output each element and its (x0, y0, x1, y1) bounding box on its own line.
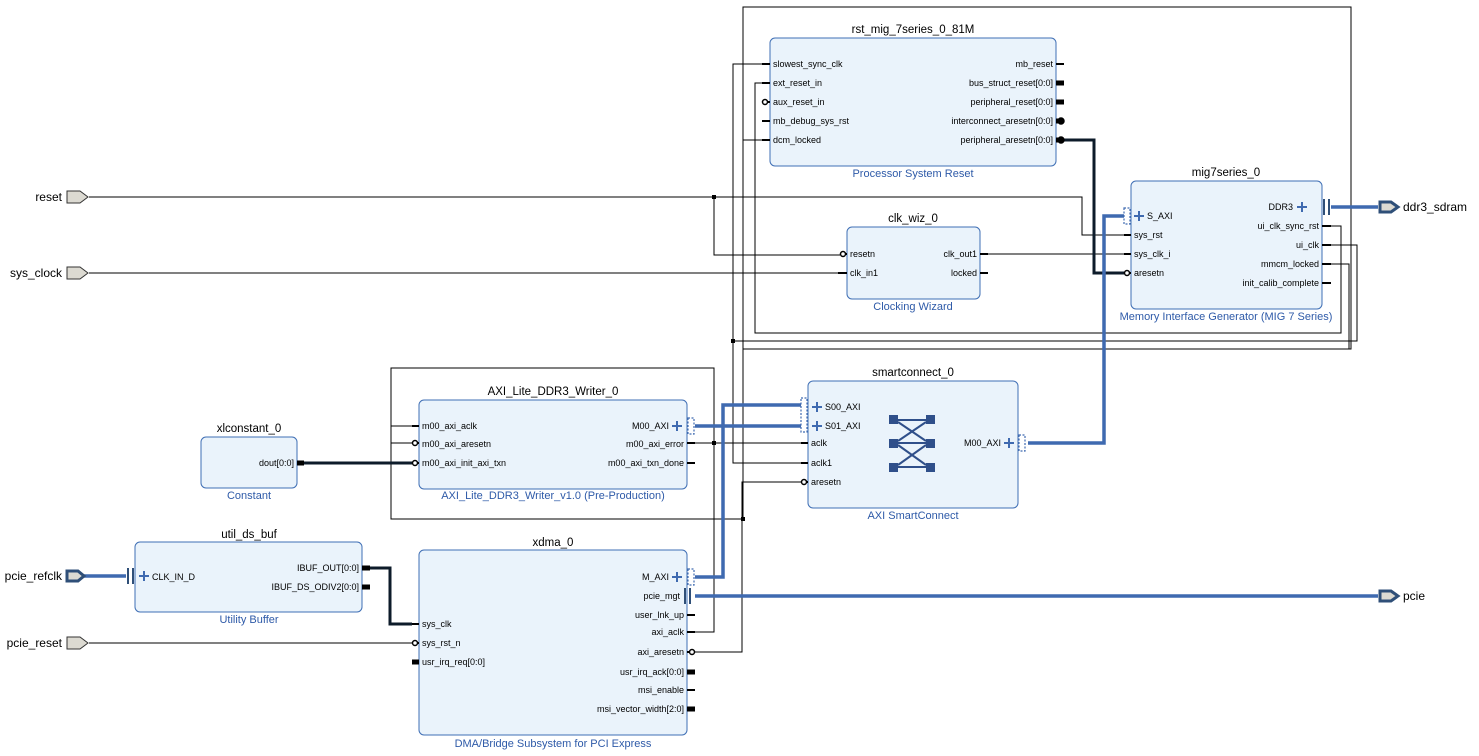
pin-label: sys_rst_n (422, 638, 461, 648)
block-description-link[interactable]: Memory Interface Generator (MIG 7 Series… (1120, 311, 1333, 323)
port-label: pcie_reset (7, 636, 63, 650)
block-description-link[interactable]: Utility Buffer (219, 614, 278, 626)
block-smartconnect[interactable]: smartconnect_0 S00_AXI S01_AXI aclk aclk… (800, 367, 1026, 522)
pin-label: mb_reset (1015, 59, 1053, 69)
pin-label: M00_AXI (632, 421, 669, 431)
junctions (712, 195, 745, 521)
port-label: pcie_refclk (5, 569, 63, 583)
block-xdma[interactable]: xdma_0 sys_clk sys_rst_n usr_irq_req[0:0… (411, 537, 696, 750)
port-pcie-reset[interactable]: pcie_reset (7, 636, 89, 650)
pin-label: clk_in1 (850, 268, 878, 278)
pin-label: aux_reset_in (773, 97, 825, 107)
pin-label: clk_out1 (943, 249, 977, 259)
block-proc-sys-reset[interactable]: rst_mig_7series_0_81M slowest_sync_clk e… (761, 24, 1065, 180)
block-constant[interactable]: xlconstant_0 dout[0:0] Constant (200, 423, 304, 502)
pin-label: axi_aresetn (637, 647, 684, 657)
pin-label: msi_vector_width[2:0] (597, 704, 684, 714)
pin-label: m00_axi_aclk (422, 421, 478, 431)
pin-label: DDR3 (1268, 202, 1293, 212)
pin-label: init_calib_complete (1242, 278, 1319, 288)
block-name: util_ds_buf (221, 529, 277, 541)
pin-label: locked (951, 268, 977, 278)
block-utility-buffer[interactable]: util_ds_buf CLK_IN_D IBUF_OUT[0:0] IBUF_… (127, 529, 370, 626)
pin-label: sys_clk_i (1134, 249, 1171, 259)
port-reset[interactable]: reset (35, 190, 89, 204)
pin-label: sys_rst (1134, 230, 1163, 240)
pin-label: dcm_locked (773, 135, 821, 145)
pin-label: M_AXI (642, 572, 669, 582)
pin-label: interconnect_aresetn[0:0] (951, 116, 1053, 126)
pin-label: m00_axi_txn_done (608, 458, 684, 468)
port-ddr3-sdram[interactable]: ddr3_sdram (1378, 200, 1467, 214)
port-label: sys_clock (10, 266, 63, 280)
pin-label: m00_axi_init_axi_txn (422, 458, 506, 468)
pin-label: aresetn (811, 477, 841, 487)
block-axi-lite-ddr3-writer[interactable]: AXI_Lite_DDR3_Writer_0 m00_axi_aclk m00_… (411, 386, 695, 502)
pin-label: aclk (811, 438, 828, 448)
pin-label: msi_enable (638, 685, 684, 695)
pin-label: S01_AXI (825, 421, 861, 431)
port-sys-clock[interactable]: sys_clock (10, 266, 89, 280)
pin-label: aclk1 (811, 458, 832, 468)
pin-label: mb_debug_sys_rst (773, 116, 850, 126)
pin-label: IBUF_DS_ODIV2[0:0] (271, 582, 359, 592)
port-label: ddr3_sdram (1403, 200, 1467, 214)
port-label: pcie (1403, 589, 1425, 603)
pin-label: mmcm_locked (1261, 259, 1319, 269)
pin-label: sys_clk (422, 619, 452, 629)
port-pcie[interactable]: pcie (1378, 589, 1425, 603)
block-clocking-wizard[interactable]: clk_wiz_0 resetn clk_in1 clk_out1 locked… (838, 213, 988, 313)
pin-label: peripheral_reset[0:0] (970, 97, 1053, 107)
pin-label: bus_struct_reset[0:0] (969, 78, 1053, 88)
block-name: smartconnect_0 (872, 367, 954, 379)
block-description-link[interactable]: AXI_Lite_DDR3_Writer_v1.0 (Pre-Productio… (441, 490, 665, 502)
pin-label: pcie_mgt (643, 591, 680, 601)
crossbar-icon (889, 415, 935, 472)
pin-label: m00_axi_aresetn (422, 439, 491, 449)
pin-label: S_AXI (1147, 211, 1173, 221)
wires (89, 63, 1358, 653)
block-description-link[interactable]: Clocking Wizard (873, 301, 952, 313)
block-name: xlconstant_0 (217, 423, 282, 435)
block-name: AXI_Lite_DDR3_Writer_0 (488, 386, 619, 398)
pin-label: m00_axi_error (626, 439, 684, 449)
block-description-link[interactable]: DMA/Bridge Subsystem for PCI Express (455, 738, 652, 750)
pin-label: peripheral_aresetn[0:0] (960, 135, 1053, 145)
port-pcie-refclk[interactable]: pcie_refclk (5, 569, 87, 583)
pin-label: S00_AXI (825, 402, 861, 412)
axi-connections (84, 205, 1378, 598)
pin-label: user_lnk_up (635, 610, 684, 620)
pin-label: IBUF_OUT[0:0] (297, 563, 359, 573)
block-description-link[interactable]: Constant (227, 490, 271, 502)
pin-label: ext_reset_in (773, 78, 822, 88)
pin-label: dout[0:0] (259, 458, 294, 468)
pin-label: CLK_IN_D (152, 572, 196, 582)
pin-label: ui_clk (1296, 240, 1320, 250)
pin-label: slowest_sync_clk (773, 59, 843, 69)
block-name: xdma_0 (533, 537, 574, 549)
block-name: clk_wiz_0 (888, 213, 938, 225)
bus-wires (304, 138, 1124, 626)
block-name: mig7series_0 (1192, 167, 1260, 179)
pin-label: M00_AXI (964, 438, 1001, 448)
block-mig[interactable]: mig7series_0 S_AXI sys_rst sys_clk_i are… (1120, 167, 1333, 323)
block-description-link[interactable]: AXI SmartConnect (867, 510, 958, 522)
port-label: reset (35, 190, 62, 204)
pin-label: usr_irq_ack[0:0] (620, 667, 684, 677)
block-description-link[interactable]: Processor System Reset (852, 168, 973, 180)
pin-label: resetn (850, 249, 875, 259)
block-name: rst_mig_7series_0_81M (852, 24, 975, 36)
pin-label: axi_aclk (651, 627, 684, 637)
pin-label: ui_clk_sync_rst (1257, 221, 1319, 231)
pin-label: aresetn (1134, 268, 1164, 278)
pin-label: usr_irq_req[0:0] (422, 657, 485, 667)
